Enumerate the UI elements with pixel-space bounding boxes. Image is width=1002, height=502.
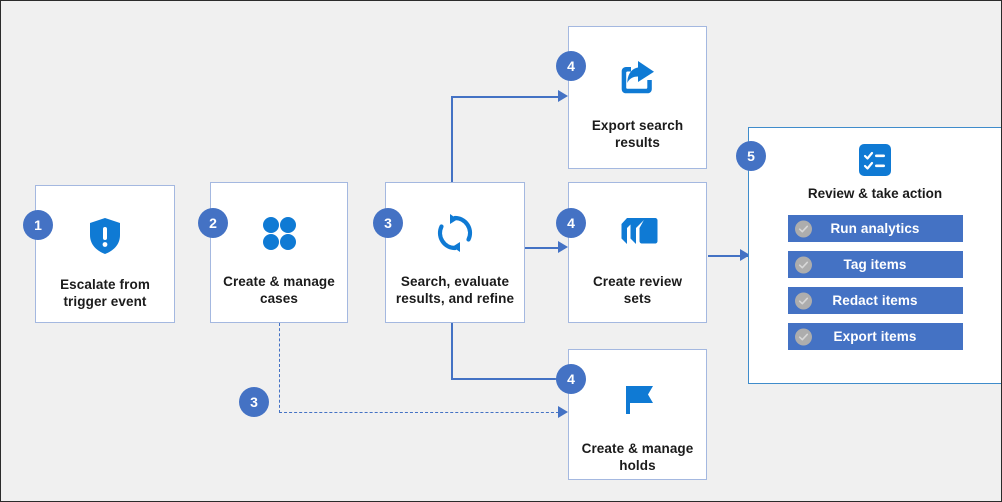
step-badge-2: 2 — [198, 208, 228, 238]
connector-reviewsets-to-panel — [708, 255, 748, 257]
step-card-search-label: Search, evaluate results, and refine — [395, 274, 515, 306]
connector-search-to-export-vertical — [451, 96, 453, 185]
arrowhead-reviewsets-to-panel — [740, 249, 750, 261]
step-card-cases[interactable]: Create & manage cases — [210, 182, 348, 323]
action-button-tag-items-label: Tag items — [843, 257, 907, 272]
action-button-export-items-label: Export items — [833, 329, 917, 344]
checklist-icon — [859, 144, 891, 176]
step-card-escalate[interactable]: Escalate from trigger event — [35, 185, 175, 323]
check-circle-icon — [794, 256, 812, 273]
connector-search-to-export-horizontal — [451, 96, 564, 98]
step-badge-3-holds-dashed: 3 — [239, 387, 269, 417]
step-card-cases-label: Create & manage cases — [223, 274, 335, 306]
step-badge-1: 1 — [23, 210, 53, 240]
arrowhead-search-to-export — [558, 90, 568, 102]
action-button-tag-items[interactable]: Tag items — [787, 251, 963, 278]
step-badge-5: 5 — [736, 141, 766, 171]
step-card-review-sets[interactable]: Create review sets — [568, 182, 707, 323]
export-share-icon — [618, 49, 658, 105]
review-panel-title: Review & take action — [807, 186, 943, 201]
action-button-redact-items-label: Redact items — [832, 293, 918, 308]
step-card-export-results-label: Export search results — [591, 118, 684, 150]
step-card-review-sets-label: Create review sets — [592, 274, 683, 306]
step-badge-4-export: 4 — [556, 51, 586, 81]
step-card-export-results[interactable]: Export search results — [568, 26, 707, 169]
action-button-run-analytics[interactable]: Run analytics — [787, 215, 963, 242]
action-button-export-items[interactable]: Export items — [787, 323, 963, 350]
step-card-holds[interactable]: Create & manage holds — [568, 349, 707, 480]
connector-cases-to-holds-horizontal — [279, 412, 564, 413]
check-circle-icon — [794, 292, 812, 309]
connector-search-to-holds-horizontal — [451, 378, 564, 380]
step-badge-4-reviewsets: 4 — [556, 208, 586, 238]
check-circle-icon — [794, 220, 812, 237]
connector-search-to-reviewsets — [525, 247, 565, 249]
review-take-action-panel[interactable]: Review & take action Run analytics — [748, 127, 1001, 384]
action-button-run-analytics-label: Run analytics — [830, 221, 920, 236]
flag-icon — [619, 372, 657, 428]
connector-search-to-holds-vertical — [451, 323, 453, 379]
four-dots-icon — [260, 205, 298, 261]
stacked-layers-icon — [617, 205, 659, 261]
step-badge-4-holds: 4 — [556, 364, 586, 394]
action-button-redact-items[interactable]: Redact items — [787, 287, 963, 314]
arrowhead-search-to-reviewsets — [558, 241, 568, 253]
check-circle-icon — [794, 328, 812, 345]
step-card-search[interactable]: Search, evaluate results, and refine — [385, 182, 525, 323]
review-action-list: Run analytics Tag items — [787, 215, 963, 350]
arrowhead-cases-to-holds — [558, 406, 568, 418]
shield-exclamation-icon — [88, 208, 122, 264]
step-card-holds-label: Create & manage holds — [581, 441, 694, 473]
step-badge-3: 3 — [373, 208, 403, 238]
connector-cases-to-holds-vertical — [279, 323, 280, 413]
refresh-sync-icon — [435, 205, 475, 261]
step-card-escalate-label: Escalate from trigger event — [60, 277, 150, 309]
